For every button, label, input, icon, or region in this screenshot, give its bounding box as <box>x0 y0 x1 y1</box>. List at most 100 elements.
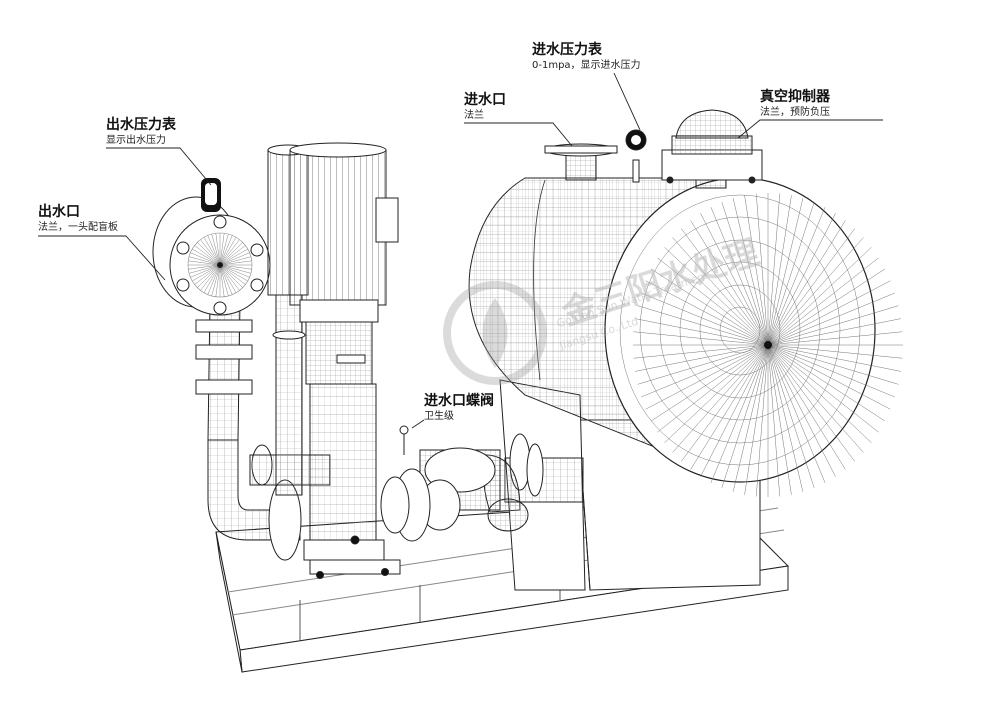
mesh-spoke <box>219 264 251 274</box>
mesh-spoke <box>207 235 221 266</box>
callout-inlet-desc: 法兰 <box>464 109 484 121</box>
mesh-spoke <box>767 280 891 346</box>
outlet-pressure-gauge <box>201 178 221 212</box>
mesh-spoke <box>767 268 886 346</box>
leader-inlet-valve <box>411 419 425 429</box>
mesh-spoke <box>219 248 248 266</box>
mesh-spoke <box>219 245 246 266</box>
mesh-spoke <box>200 239 221 266</box>
leader-inlet <box>464 122 573 147</box>
mesh-spoke <box>657 344 769 433</box>
mesh-spoke <box>641 344 769 398</box>
mesh-spoke <box>767 220 846 346</box>
mesh-spoke <box>194 245 221 266</box>
callout-inlet-valve: 进水口蝶阀 卫生级 <box>424 393 494 423</box>
callout-inlet-valve-title: 进水口蝶阀 <box>424 393 494 409</box>
mesh-spoke <box>767 344 855 462</box>
callout-outlet-gauge-title: 出水压力表 <box>106 117 176 133</box>
mesh-spoke <box>633 344 769 359</box>
mesh-spoke <box>767 344 872 443</box>
mesh-spoke <box>219 264 240 291</box>
mesh-spoke <box>767 237 864 346</box>
mesh-spoke <box>690 220 769 346</box>
mesh-spoke <box>192 248 221 266</box>
mesh-spoke <box>203 264 221 293</box>
mesh-spoke <box>650 344 769 422</box>
mesh-spoke <box>197 242 221 266</box>
mesh-spoke <box>681 344 769 462</box>
mesh-spoke <box>664 247 769 346</box>
mesh-spoke <box>219 252 250 266</box>
mesh-spoke <box>219 264 250 278</box>
leader-inlet-gauge <box>613 72 641 131</box>
callout-outlet: 出水口 法兰，一头配盲板 <box>38 204 118 234</box>
mesh-spoke <box>650 268 769 346</box>
mesh-spoke <box>637 305 769 346</box>
mesh-spoke <box>219 234 229 266</box>
mesh-spoke <box>219 264 243 288</box>
mesh-spoke <box>732 198 769 346</box>
mesh-spoke <box>641 292 769 346</box>
mesh-spoke <box>190 252 221 266</box>
callout-inlet-gauge: 进水压力表 0-1mpa，显示进水压力 <box>532 42 641 72</box>
mesh-spoke <box>194 264 221 285</box>
callout-inlet-gauge-title: 进水压力表 <box>532 42 602 58</box>
mesh-spoke <box>219 233 225 266</box>
leader-outlet-gauge <box>106 147 212 186</box>
inlet-pipe <box>380 425 584 542</box>
mesh-spoke <box>207 264 221 295</box>
mesh-spoke <box>767 228 855 346</box>
mesh-spoke <box>767 344 846 470</box>
mesh-spoke <box>681 228 769 346</box>
callout-outlet-desc: 法兰，一头配盲板 <box>38 221 118 233</box>
mesh-spoke <box>767 331 903 346</box>
mesh-spoke <box>744 344 769 495</box>
mesh-spoke <box>219 264 246 285</box>
mesh-spoke <box>721 202 769 346</box>
mesh-spoke <box>767 305 899 346</box>
callout-inlet: 进水口 法兰 <box>464 92 506 122</box>
mesh-spoke <box>710 207 769 346</box>
mesh-spoke <box>219 264 248 282</box>
callout-inlet-valve-desc: 卫生级 <box>424 410 454 422</box>
mesh-spoke <box>219 264 237 293</box>
mesh-spoke <box>700 344 769 477</box>
leader-outlet <box>38 235 166 281</box>
mesh-spoke <box>203 237 221 266</box>
mesh-spoke <box>219 239 240 266</box>
mesh-spoke <box>211 264 221 296</box>
mesh-spoke <box>635 318 769 346</box>
mesh-spoke <box>744 195 769 346</box>
mesh-spoke <box>211 234 221 266</box>
mesh-spoke <box>767 344 815 488</box>
leader-vacuum <box>737 119 883 139</box>
mesh-spoke <box>767 202 815 346</box>
mesh-spoke <box>188 260 221 266</box>
outlet-pipe <box>195 299 331 561</box>
mesh-spoke <box>637 344 769 385</box>
mesh-spoke <box>645 344 769 410</box>
mesh-spoke <box>219 242 243 266</box>
mesh-spoke <box>767 344 891 410</box>
mesh-spoke <box>767 344 879 433</box>
mesh-spoke <box>672 237 769 346</box>
mesh-spoke <box>767 344 864 453</box>
callout-vacuum-desc: 法兰，预防负压 <box>760 106 830 118</box>
mesh-spoke <box>197 264 221 288</box>
mesh-spoke <box>188 264 221 270</box>
mesh-spoke <box>767 344 792 495</box>
mesh-spoke <box>189 256 221 266</box>
watermark: 金三阳水处理 Golden Sun Water Treatment Jiangs… <box>440 233 800 418</box>
mesh-spoke <box>756 344 769 497</box>
mesh-spoke <box>635 344 769 372</box>
mesh-spoke <box>219 264 225 297</box>
callout-vacuum: 真空抑制器 法兰，预防负压 <box>760 89 830 119</box>
mesh-spoke <box>190 264 221 278</box>
mesh-spoke <box>215 264 221 297</box>
mesh-spoke <box>767 198 804 346</box>
mesh-spoke <box>189 264 221 274</box>
mesh-spoke <box>219 256 251 266</box>
callout-inlet-title: 进水口 <box>464 92 506 108</box>
mesh-spoke <box>645 280 769 346</box>
